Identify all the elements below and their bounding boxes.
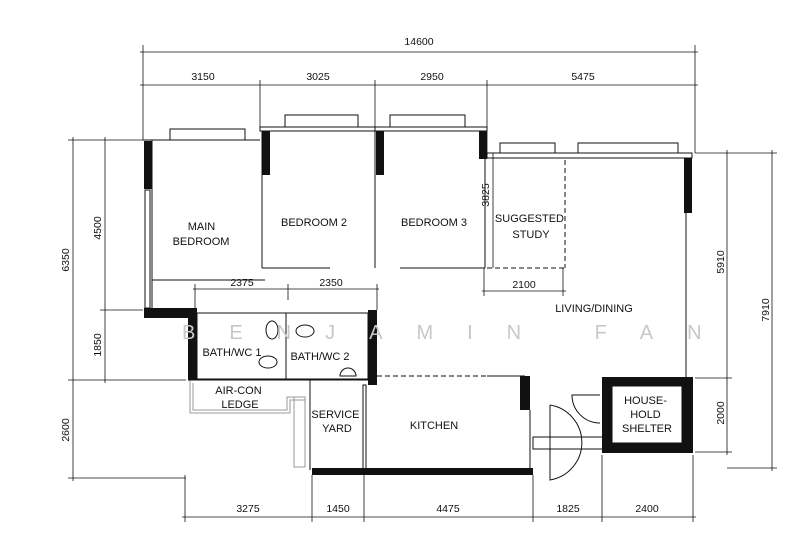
room-bath-1: BATH/WC 1 (202, 347, 261, 359)
dim-top-1: 3150 (191, 71, 215, 83)
room-study: SUGGESTED STUDY (495, 213, 567, 241)
room-labels: MAIN BEDROOM BEDROOM 2 BEDROOM 3 SUGGEST… (173, 213, 672, 435)
room-service-yard: SERVICE YARD (311, 409, 362, 435)
dim-bottom-1: 3275 (236, 503, 260, 515)
dim-right-2000: 2000 (715, 401, 727, 425)
dimension-labels: 14600 3150 3025 2950 5475 6350 2600 4500… (60, 36, 772, 515)
room-aircon-ledge: AIR-CON LEDGE (215, 385, 265, 411)
room-kitchen: KITCHEN (410, 420, 458, 432)
dim-bottom-3: 4475 (436, 503, 460, 515)
dim-bath-2: 2350 (319, 277, 343, 289)
dim-right-7910: 7910 (760, 298, 772, 322)
dim-bottom-5: 2400 (635, 503, 659, 515)
room-bath-2: BATH/WC 2 (290, 351, 349, 363)
dim-left-1850: 1850 (92, 333, 104, 357)
room-main-bedroom: MAIN BEDROOM (173, 221, 230, 248)
dim-top-3: 2950 (420, 71, 444, 83)
dim-left-2600: 2600 (60, 418, 72, 442)
dim-top-4: 5475 (571, 71, 595, 83)
dim-left-6350: 6350 (60, 248, 72, 272)
dim-bottom-4: 1825 (556, 503, 580, 515)
dimension-lines (68, 45, 777, 522)
dim-left-4500: 4500 (92, 216, 104, 240)
room-household-shelter: HOUSE- HOLD SHELTER (622, 395, 672, 435)
room-living-dining: LIVING/DINING (555, 303, 633, 315)
dim-top-2: 3025 (306, 71, 330, 83)
walls (143, 114, 693, 481)
dim-study-width: 2100 (512, 279, 536, 291)
dim-bath-1: 2375 (230, 277, 254, 289)
dim-top-total: 14600 (404, 36, 433, 48)
watermark: BENJAMIN FAN (182, 322, 736, 344)
room-bedroom-3: BEDROOM 3 (401, 217, 467, 229)
dim-study-depth: 3825 (480, 183, 492, 207)
room-bedroom-2: BEDROOM 2 (281, 217, 347, 229)
dim-bottom-2: 1450 (326, 503, 350, 515)
dim-right-5910: 5910 (715, 250, 727, 274)
